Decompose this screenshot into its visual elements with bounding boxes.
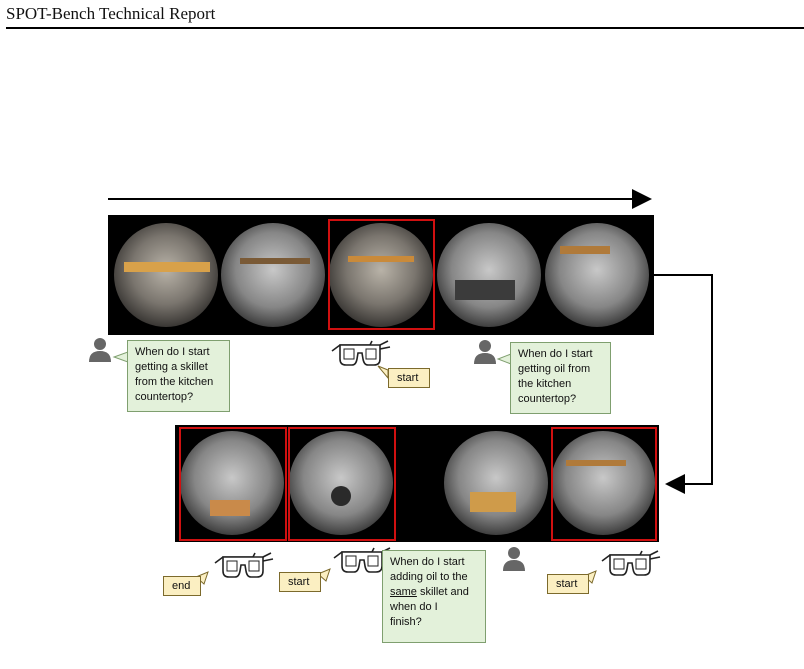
frame-top-2 [221, 223, 325, 327]
glasses-icon [601, 550, 661, 576]
start-label-3: start [547, 574, 589, 594]
frame-bottom-3 [444, 431, 548, 535]
glasses-icon [214, 552, 274, 578]
person-icon [89, 338, 111, 362]
start-label-1: start [388, 368, 430, 388]
frame-bottom-2 [288, 427, 396, 541]
person-icon [503, 547, 525, 571]
frame-top-5 [545, 223, 649, 327]
query-bubble-2: When do I start getting oil from the kit… [510, 342, 611, 414]
frame-bottom-1 [179, 427, 287, 541]
query-bubble-3: When do I start adding oil to the same s… [382, 550, 486, 643]
wrap-arrow-icon [654, 274, 713, 494]
frame-bottom-4 [551, 427, 657, 541]
query-bubble-1: When do I start getting a skillet from t… [127, 340, 230, 412]
label-pointer [377, 365, 389, 380]
frame-top-4 [437, 223, 541, 327]
running-header: SPOT-Bench Technical Report [6, 4, 216, 23]
start-label-2: start [279, 572, 321, 592]
end-label-1: end [163, 576, 201, 596]
glasses-icon [331, 340, 391, 366]
frame-top-1 [114, 223, 218, 327]
person-icon [474, 340, 496, 364]
bubble-tail [112, 351, 129, 363]
frame-top-3 [328, 219, 435, 330]
label-pointer [317, 568, 331, 582]
bubble-tail [496, 353, 512, 365]
header-rule [6, 27, 804, 29]
